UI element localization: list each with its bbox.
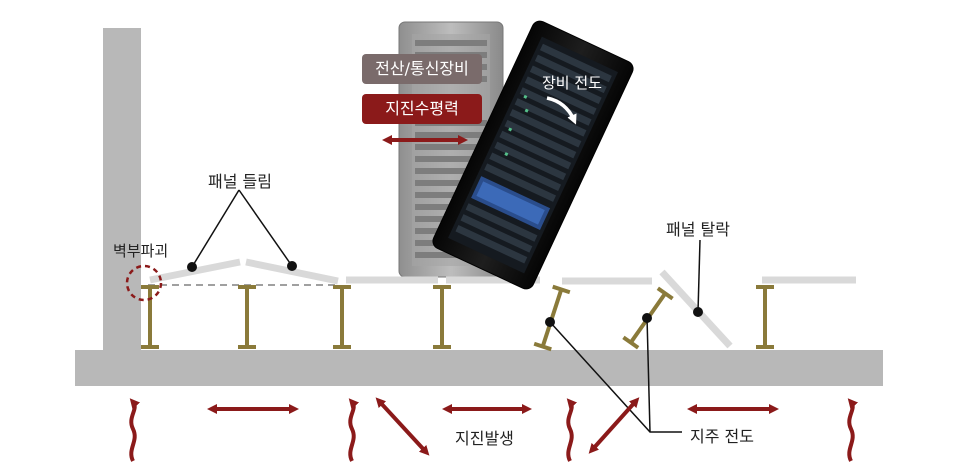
equipment-label: 전산/통신장비 (362, 54, 482, 84)
pedestal-3 (333, 285, 351, 349)
panel-detach-label: 패널 탈락 (666, 220, 730, 239)
panel-lift-label: 패널 들림 (208, 172, 272, 191)
diagonal-arrow-2 (588, 397, 640, 454)
wave-arrow-4 (847, 398, 859, 462)
diagonal-arrow-1 (375, 397, 430, 456)
wave-arrow-2 (348, 398, 360, 462)
pedestals (141, 284, 774, 352)
pedestal-2 (238, 285, 256, 349)
overturn-arrow (546, 96, 577, 125)
leader-dots (187, 261, 703, 327)
pedestal-5 (756, 285, 774, 349)
wall-failure-circle (125, 264, 163, 302)
wall (103, 28, 141, 358)
seismic-force-label: 지진수평력 (362, 94, 482, 124)
floor-slab (75, 350, 883, 386)
equipment-overturn-label: 장비 전도 (542, 74, 602, 92)
pedestal-overturn-label: 지주 전도 (690, 427, 754, 446)
panel-lifted-right (245, 258, 339, 285)
wave-arrow-1 (129, 398, 141, 462)
leader-lines (191, 189, 701, 433)
equipment-rack-tilted (432, 20, 634, 290)
ground-motion-arrows (129, 397, 859, 462)
earthquake-label: 지진발생 (455, 429, 514, 448)
pedestal-4 (433, 285, 451, 349)
wall-failure-label: 벽부파괴 (113, 242, 169, 260)
pedestal-1 (141, 285, 159, 349)
wave-arrow-3 (566, 398, 578, 462)
